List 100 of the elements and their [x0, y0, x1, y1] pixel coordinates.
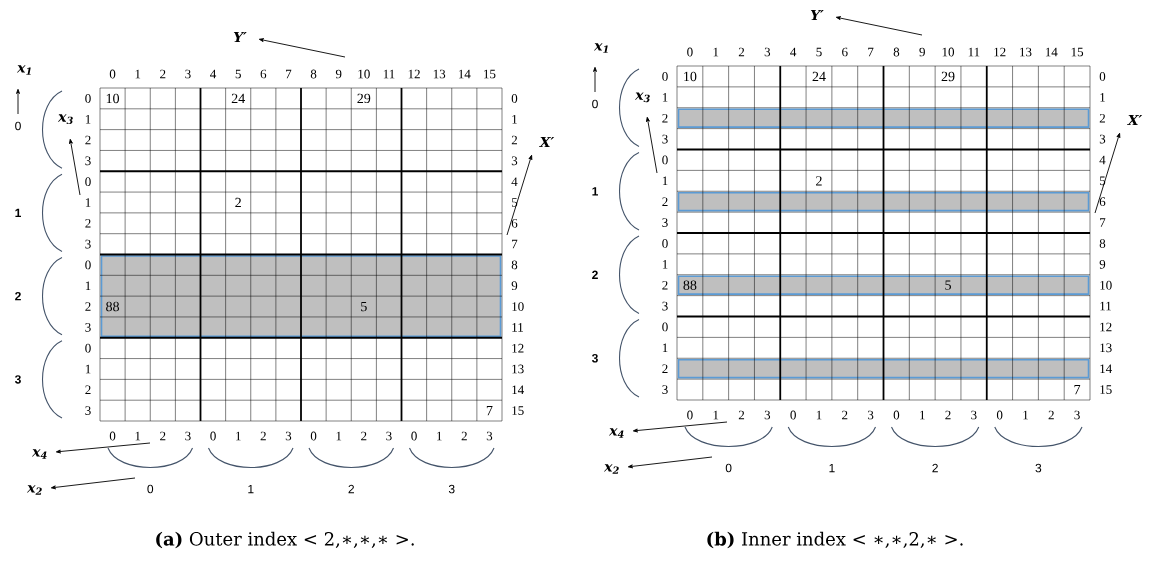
column-index: 3	[185, 431, 191, 441]
column-index: 3	[185, 69, 191, 79]
column-index: 2	[738, 410, 745, 420]
row-index: 0	[85, 94, 91, 103]
axis-label: x$_{1}$	[16, 65, 31, 75]
cell-value: 2	[235, 197, 241, 208]
column-index: 8	[893, 47, 900, 57]
group-index: 0	[147, 484, 154, 494]
axis-label: x$_{2}$	[603, 464, 619, 474]
row-index: 0	[85, 343, 91, 353]
column-index: 1	[336, 431, 342, 441]
axis-label: x$_{1}$	[593, 43, 608, 53]
row-index: 0	[662, 239, 668, 248]
row-index: 9	[511, 281, 518, 291]
cell-value: 7	[1074, 385, 1081, 395]
row-index: 0	[85, 260, 91, 270]
row-index: 1	[1100, 93, 1105, 102]
group-index: 3	[448, 484, 455, 494]
row-index: 4	[1099, 155, 1106, 165]
axis-label: Y′	[233, 31, 247, 43]
column-index: 7	[286, 69, 292, 79]
row-index: 8	[1099, 239, 1106, 248]
group-index: 0	[725, 463, 732, 473]
group-index: 1	[248, 484, 254, 494]
group-index: 2	[932, 463, 938, 473]
column-index: 6	[260, 69, 267, 79]
column-index: 0	[109, 431, 116, 441]
column-index: 10	[942, 47, 955, 57]
column-index: 3	[1074, 410, 1080, 420]
row-index: 9	[1099, 259, 1106, 269]
row-index: 15	[1100, 385, 1112, 394]
row-index: 2	[511, 135, 517, 145]
column-index: 0	[687, 410, 693, 420]
axis-label: x$_{4}$	[31, 449, 47, 459]
group-index: 0	[15, 121, 21, 131]
column-index: 2	[361, 431, 367, 441]
group-index: 2	[592, 270, 598, 279]
column-index: 2	[260, 431, 266, 441]
row-index: 7	[1100, 218, 1106, 227]
column-index: 5	[235, 69, 241, 79]
column-index: 1	[713, 410, 719, 420]
row-index: 1	[85, 281, 91, 290]
row-index: 6	[1099, 197, 1106, 207]
column-index: 3	[764, 47, 771, 57]
column-index: 0	[996, 410, 1003, 420]
column-index: 12	[994, 47, 1006, 57]
row-index: 0	[662, 155, 668, 165]
row-index: 0	[662, 322, 668, 332]
cell-value: 29	[357, 93, 371, 104]
cell-value: 10	[684, 71, 697, 82]
column-index: 0	[687, 47, 693, 57]
axis-label: x$_{3}$	[634, 92, 650, 103]
row-index: 12	[1100, 322, 1112, 332]
column-index: 2	[160, 431, 166, 441]
column-index: 3	[868, 410, 874, 420]
row-index: 1	[662, 343, 668, 353]
row-index: 3	[511, 156, 518, 166]
column-index: 6	[842, 47, 848, 57]
row-index: 15	[512, 406, 524, 415]
column-index: 9	[919, 47, 925, 57]
row-index: 0	[85, 177, 91, 187]
row-index: 6	[511, 218, 518, 228]
row-index: 3	[662, 218, 668, 227]
row-index: 5	[1099, 176, 1106, 186]
column-index: 0	[893, 410, 900, 420]
row-index: 2	[662, 364, 668, 373]
cell-value: 24	[812, 71, 826, 82]
column-index: 1	[1023, 410, 1028, 420]
column-index: 3	[285, 431, 292, 441]
column-index: 1	[236, 431, 241, 441]
row-index: 4	[511, 177, 518, 186]
row-index: 13	[1100, 343, 1112, 353]
row-index: 1	[512, 114, 517, 124]
row-index: 1	[662, 176, 668, 186]
column-index: 2	[1048, 410, 1054, 420]
row-index: 3	[85, 406, 91, 415]
row-index: 1	[85, 114, 91, 124]
column-index: 14	[1045, 47, 1058, 57]
row-index: 2	[85, 302, 91, 311]
cell-value: 10	[106, 93, 120, 104]
row-index: 12	[512, 343, 524, 353]
column-index: 14	[458, 69, 471, 79]
column-index: 10	[358, 69, 370, 79]
row-index: 7	[512, 239, 518, 249]
row-index: 3	[85, 323, 91, 332]
cell-value: 29	[941, 71, 955, 82]
column-index: 7	[868, 47, 874, 57]
cell-value: 88	[683, 280, 697, 290]
group-index: 3	[1035, 463, 1042, 473]
row-index: 2	[85, 385, 91, 395]
caption: (b) Inner index < ∗,∗,2,∗ >.	[707, 531, 963, 549]
row-index: 5	[511, 198, 518, 207]
row-index: 2	[662, 280, 668, 290]
column-index: 2	[738, 47, 745, 57]
axis-label: x$_{3}$	[57, 114, 73, 125]
group-index: 1	[15, 208, 21, 217]
row-index: 3	[662, 385, 668, 394]
axis-label: X′	[1127, 114, 1143, 126]
column-index: 1	[437, 431, 442, 441]
column-index: 8	[310, 69, 317, 79]
